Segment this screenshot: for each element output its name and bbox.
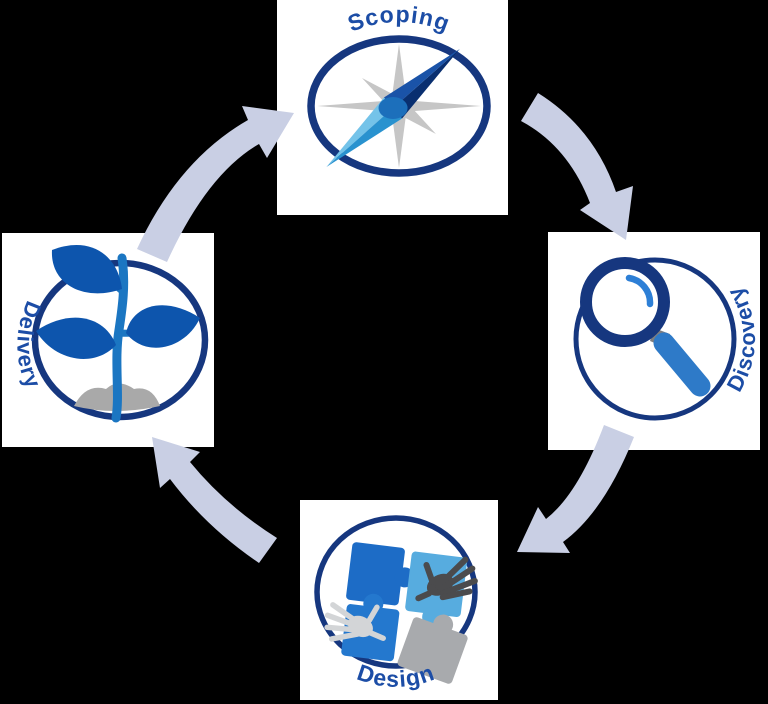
- puzzle-gray-body: [397, 617, 468, 684]
- puzzle-piece-bottom-right: [397, 614, 468, 684]
- arrow-design-to-delivery: [152, 437, 277, 563]
- leaf-top-left: [51, 244, 122, 294]
- needle-dark-b: [383, 49, 460, 108]
- compass-icon: [307, 35, 491, 177]
- needle-dark-a: [393, 49, 460, 119]
- magnifying-glass-icon: [573, 257, 737, 421]
- stage-discovery: Discovery: [573, 257, 759, 421]
- puzzle-icon: [314, 515, 478, 684]
- puzzle-gray-knob: [433, 614, 454, 635]
- compass-rose: [317, 44, 481, 168]
- puzzle-piece-top-left: [346, 542, 405, 606]
- dark-hand: [415, 556, 478, 602]
- leaf-right: [126, 305, 200, 348]
- magnifier-handle: [653, 332, 711, 397]
- compass-ring: [307, 35, 491, 177]
- puzzle-pieces: [324, 542, 478, 684]
- needle-hub: [378, 97, 408, 119]
- stage-delivery: Delivery: [12, 244, 209, 423]
- arrow-delivery-to-scoping: [137, 106, 294, 262]
- design-ring: [314, 515, 478, 669]
- leaf-left: [36, 317, 116, 359]
- seedling-icon: [31, 244, 209, 423]
- discovery-ring: [573, 257, 737, 421]
- needle-light-a: [326, 97, 394, 167]
- light-hand: [324, 602, 386, 642]
- needle-light-b: [326, 108, 403, 167]
- arrow-scoping-to-discovery: [521, 93, 633, 240]
- magnifier-glint: [625, 274, 654, 308]
- stage-design: Design: [314, 515, 478, 692]
- arrow-discovery-to-design: [517, 425, 634, 553]
